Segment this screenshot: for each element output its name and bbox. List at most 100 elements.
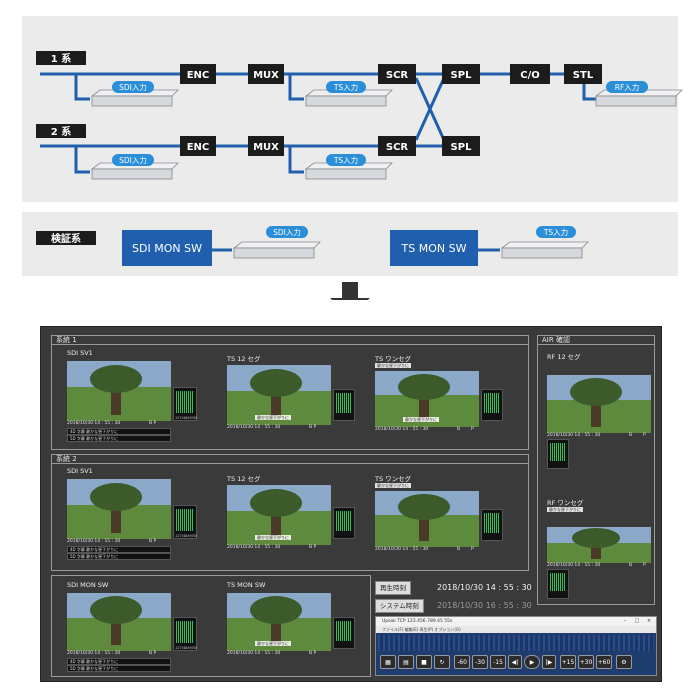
- subtitle-bar-5d-mon: 5D 字幕 静かな昼下がりに: [67, 665, 171, 672]
- audio-meter-ts1-1: [481, 389, 503, 421]
- down-arrow-icon: [330, 282, 370, 300]
- co-1: C/O: [520, 70, 540, 81]
- sdi-sv1-caption-2: SDI SV1: [67, 467, 93, 475]
- stamp-ts1-2: 2018/10/30 14 : 55 : 30: [375, 547, 429, 552]
- maximize-icon[interactable]: □: [634, 618, 640, 624]
- close-icon[interactable]: ×: [646, 618, 652, 624]
- sys1-boxes: ENC MUX SCR SPL C/O STL: [180, 64, 602, 84]
- back-60-button[interactable]: -60: [454, 655, 470, 669]
- sdi-pill-2: SDI入力: [119, 155, 147, 165]
- fwd-60-button[interactable]: +60: [596, 655, 612, 669]
- caption-overlay-ts12-1: 静かな昼下がりに: [255, 415, 291, 420]
- sys2-lines: [40, 144, 444, 174]
- stl-1: STL: [573, 70, 594, 81]
- audio-meter-sdi-1: 127/4849/50: [173, 387, 197, 421]
- enc-2: ENC: [187, 142, 210, 153]
- stamp-sdi-mon: 2018/10/30 14 : 55 : 30: [67, 651, 121, 656]
- panel-system-1: 系統 1: [51, 335, 529, 450]
- panel-system-2: 系統 2: [51, 454, 529, 571]
- p-ts1-2: P: [471, 547, 474, 552]
- subtitle-bar-5d-1: 5D 字幕 静かな昼下がりに: [67, 435, 171, 442]
- folder-icon[interactable]: ▤: [398, 655, 414, 669]
- ts1-caption-1: TS ワンセグ: [375, 355, 412, 363]
- verify-label-box: [36, 231, 96, 245]
- stop-icon[interactable]: ■: [416, 655, 432, 669]
- loop-icon[interactable]: ↻: [434, 655, 450, 669]
- next-frame-icon[interactable]: |▶: [542, 655, 556, 669]
- settings-icon[interactable]: ⚙: [616, 655, 632, 669]
- p-rf1: P: [643, 563, 646, 568]
- caption-overlay-ts1-1: 静かな昼下がりに: [403, 417, 439, 422]
- video-thumb-sdi-1: [67, 361, 171, 421]
- b-rf1: B: [629, 563, 633, 568]
- system-diagram: 1 系 2 系 検証系 ENC MUX SCR SPL C/O STL ENC …: [22, 16, 683, 300]
- sdi-mon-sw-box: [122, 230, 212, 266]
- b-ts1-1: B: [457, 427, 461, 432]
- video-thumb-sdi-2: [67, 479, 171, 539]
- server-units: [90, 89, 683, 259]
- subtitle-bar-5d-2: 5D 字幕 静かな昼下がりに: [67, 553, 171, 560]
- video-thumb-ts1-2: [375, 491, 479, 547]
- b-rf12: B: [629, 433, 633, 438]
- subtitle-bar-4d-2: 4D 字幕 静かな昼下がりに: [67, 546, 171, 553]
- player-titlebar: Upsok TCP 123.456.789.45 55s – □ ×: [376, 617, 656, 626]
- stamp-ts12-1: 2018/10/30 14 : 55 : 30: [227, 425, 281, 430]
- ts-pill-1: TS入力: [333, 82, 358, 92]
- sys1-lines: [40, 72, 596, 141]
- rf-pill: RF入力: [615, 82, 640, 92]
- stamp-rf1: 2018/10/30 14 : 55 : 30: [547, 563, 601, 568]
- bp-ts12-2: B P: [309, 545, 317, 550]
- audio-meter-ts12-2: [333, 507, 355, 539]
- rf12-caption: RF 12 セグ: [547, 353, 581, 361]
- bp-sdi-mon: B P: [149, 651, 157, 656]
- stamp-rf12: 2018/10/30 14 : 55 : 30: [547, 433, 601, 438]
- system-time-label: システム時刻: [375, 599, 424, 613]
- back-15-button[interactable]: -15: [490, 655, 506, 669]
- system-time-value: 2018/10/30 16 : 55 : 30: [437, 601, 532, 610]
- ts1-caption-2: TS ワンセグ: [375, 475, 412, 483]
- play-icon[interactable]: ▶: [524, 655, 540, 669]
- spl-1: SPL: [451, 70, 473, 81]
- p-ts1-1: P: [471, 427, 474, 432]
- bp-ts12-1: B P: [309, 425, 317, 430]
- caption-overlay-ts12-2: 静かな昼下がりに: [255, 535, 291, 540]
- prev-frame-icon[interactable]: ◀|: [508, 655, 522, 669]
- video-thumb-rf1: [547, 527, 651, 563]
- video-thumb-rf12: [547, 375, 651, 433]
- p-rf12: P: [643, 433, 646, 438]
- stamp-sdi-1: 2018/10/30 14 : 55 : 30: [67, 421, 121, 426]
- playback-time-label: 再生時刻: [375, 581, 411, 595]
- fwd-30-button[interactable]: +30: [578, 655, 594, 669]
- sys2-label-box: [36, 124, 86, 138]
- player-waveform[interactable]: [378, 635, 654, 651]
- sdi-pill-3: SDI入力: [273, 227, 301, 237]
- fwd-15-button[interactable]: +15: [560, 655, 576, 669]
- bp-ts-mon: B P: [309, 651, 317, 656]
- minimize-icon[interactable]: –: [623, 618, 627, 624]
- caption-overlay-ts1-top-1: 静かな昼下がりに: [375, 363, 411, 368]
- ts-mon-sw-box: [390, 230, 478, 266]
- spl-2: SPL: [451, 142, 473, 153]
- sys2-boxes: ENC MUX SCR SPL: [180, 136, 480, 156]
- rf1-caption: RF ワンセグ: [547, 499, 584, 507]
- ts-pill-2: TS入力: [333, 155, 358, 165]
- calendar-icon[interactable]: ▦: [380, 655, 396, 669]
- caption-overlay-ts-mon: 静かな昼下がりに: [255, 641, 291, 646]
- back-30-button[interactable]: -30: [472, 655, 488, 669]
- subtitle-bar-4d-mon: 4D 字幕 静かな昼下がりに: [67, 658, 171, 665]
- ts12-caption-2: TS 12 セグ: [227, 475, 261, 483]
- player-controls: ▦ ▤ ■ ↻ -60 -30 -15 ◀| ▶ |▶ +15 +30 +60 …: [380, 655, 652, 669]
- player-menubar: ファイル(F) 編集(E) 再生(P) オプション(O): [376, 626, 656, 633]
- scr-1: SCR: [386, 70, 409, 81]
- audio-meter-ts-mon: [333, 617, 355, 649]
- video-thumb-sdi-mon: [67, 593, 171, 651]
- stamp-sdi-2: 2018/10/30 14 : 55 : 30: [67, 539, 121, 544]
- bp-sdi-2: B P: [149, 539, 157, 544]
- scr-2: SCR: [386, 142, 409, 153]
- audio-meter-sdi-mon: 127/4849/50: [173, 617, 197, 651]
- subtitle-bar-4d-1: 4D 字幕 静かな昼下がりに: [67, 428, 171, 435]
- audio-meter-ts12-1: [333, 389, 355, 421]
- stamp-ts1-1: 2018/10/30 14 : 55 : 30: [375, 427, 429, 432]
- audio-meter-rf1: [547, 569, 569, 599]
- ts-pill-3: TS入力: [543, 227, 568, 237]
